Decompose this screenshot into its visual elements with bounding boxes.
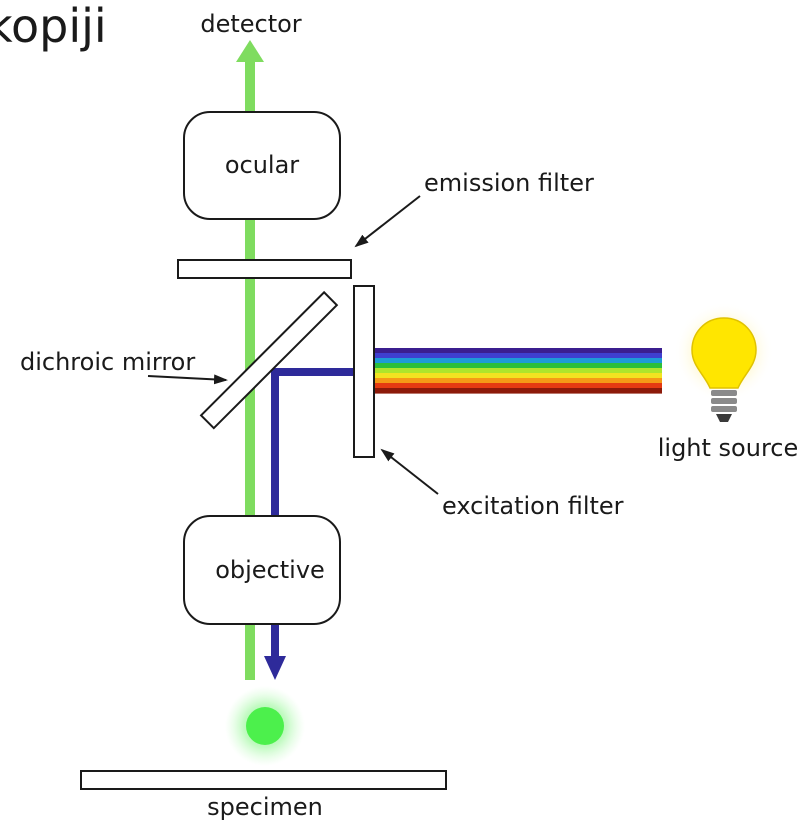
bulb-base-ring-2 <box>711 398 737 404</box>
objective-box <box>183 515 341 625</box>
bulb-base-ring-3 <box>711 406 737 412</box>
spectrum-band <box>374 348 662 354</box>
spectrum-band <box>374 363 662 369</box>
light-spectrum-beam <box>374 348 662 394</box>
fluorescent-spot <box>246 707 284 745</box>
cut-off-title: kopiji <box>0 0 107 53</box>
emission-filter-label: emission filter <box>424 169 594 197</box>
emission-filter-pointer <box>354 195 421 248</box>
spectrum-band <box>374 388 662 394</box>
spectrum-band <box>374 378 662 384</box>
spectrum-band <box>374 383 662 389</box>
bulb-base-ring-1 <box>711 390 737 396</box>
excitation-filter-pointer <box>380 448 439 495</box>
spectrum-band <box>374 358 662 364</box>
excitation-filter-label: excitation filter <box>442 492 624 520</box>
excitation-arrow-head <box>264 656 286 680</box>
spectrum-band <box>374 353 662 359</box>
excitation-filter <box>353 285 375 458</box>
spectrum-band <box>374 368 662 374</box>
bulb-glass <box>691 317 757 389</box>
emission-arrow-head <box>236 40 264 62</box>
light-bulb-icon <box>674 302 774 422</box>
dichroic-mirror <box>199 290 339 430</box>
specimen-label: specimen <box>207 793 323 821</box>
ocular-label: ocular <box>225 151 299 179</box>
dichroic-mirror-pointer <box>147 374 228 385</box>
ocular-box <box>183 111 341 220</box>
detector-label: detector <box>200 10 301 38</box>
light-source-label: light source <box>658 434 799 462</box>
emission-filter <box>177 259 352 279</box>
dichroic-mirror-label: dichroic mirror <box>20 348 195 376</box>
spectrum-band <box>374 373 662 379</box>
specimen-slide <box>80 770 447 790</box>
bulb-contact <box>716 414 732 422</box>
objective-label: objective <box>215 556 325 584</box>
